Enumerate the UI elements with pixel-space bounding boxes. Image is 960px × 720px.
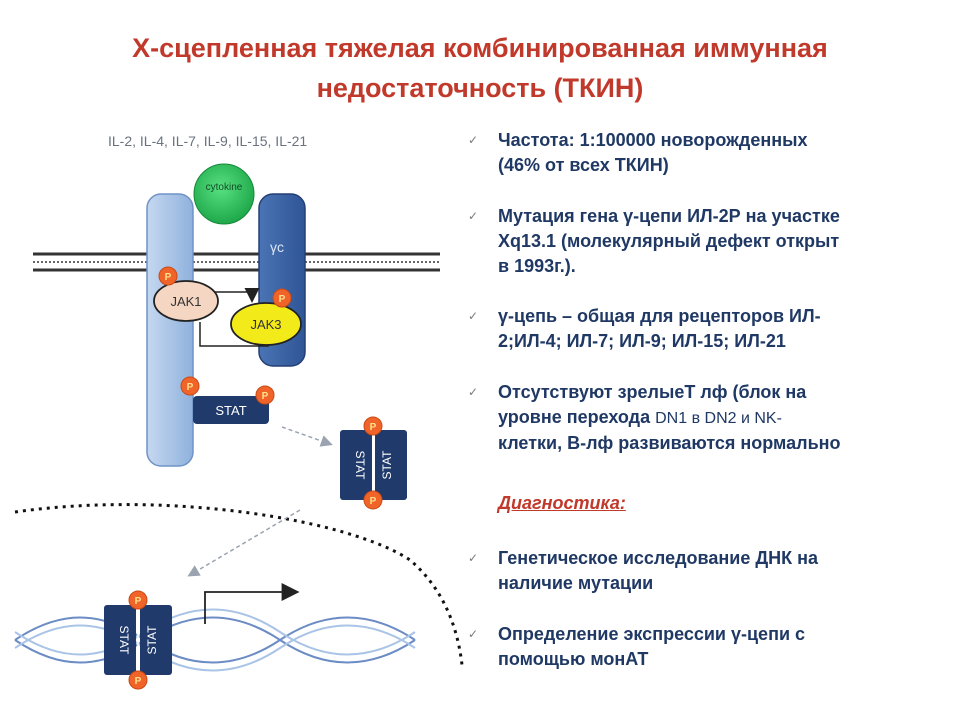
dna-helix [14,608,416,672]
fact-t-cells-line-3: клетки, В-лф развиваются нормально [498,433,841,453]
phospho-jak1-icon [158,266,178,286]
diagnostic-expression-line-1: Определение экспрессии γ-цепи с [498,624,806,644]
fact-frequency-line-1: Частота: 1:100000 новорожденных [498,130,808,150]
stat-monomer [193,396,269,424]
slide-title-line-2: недостаточность (ТКИН) [316,73,644,103]
fact-t-cells-line-2: уровне перехода DN1 в DN2 и NK- [498,405,938,431]
stat-dimer-label-1: STAT [353,451,367,481]
phospho-stat-label: P [262,391,269,402]
phospho-jak1-label: P [165,272,172,283]
stat-dimer-cytoplasm: STAT STAT [340,430,407,500]
fact-mutation-line-3: в 1993г.). [498,256,576,276]
receptor-alpha-chain [146,193,194,467]
checkmark-icon: ✓ [468,133,479,147]
translocation-arrow-1 [281,426,333,447]
diagnostic-genetic-line-1: Генетическое исследование ДНК на [498,548,819,568]
jak3-label: JAK3 [250,317,281,332]
checkmark-icon: ✓ [468,385,479,399]
jak1-ellipse [153,280,219,322]
gamma-chain-label: γc [270,239,284,255]
checkmark-icon: ✓ [468,309,479,323]
phospho-jak3-icon [272,288,292,308]
fact-mutation-line-2: Xq13.1 (молекулярный дефект открыт [498,231,840,251]
cytokine-label: cytokine [206,182,243,193]
fact-frequency-line-2: (46% от всех ТКИН) [498,155,669,175]
diagnostics-heading: Диагностика: [498,493,626,513]
nuclear-membrane [14,503,464,666]
cell-membrane [33,252,440,272]
phospho-nucleus-top-label: P [135,596,142,607]
phospho-dimer-top-label: P [370,422,377,433]
phospho-receptor-icon [180,376,200,396]
transcription-arrow [204,583,300,624]
phospho-dimer-bottom-icon [363,490,383,510]
stat-nucleus-label-1: STAT [117,626,131,656]
phospho-stat-icon [255,385,275,405]
checkmark-icon: ✓ [468,209,479,223]
fact-t-cells-line-2a: уровне перехода [498,407,656,427]
jak1-label: JAK1 [170,294,201,309]
checkmark-icon: ✓ [468,627,479,641]
phospho-receptor-label: P [187,382,194,393]
phospho-nucleus-top-icon [128,590,148,610]
diagnostic-expression-line-2: помощью монАТ [498,649,649,669]
jak-stat-pathway-diagram: IL-2, IL-4, IL-7, IL-9, IL-15, IL-21 γc … [14,133,464,690]
diagnostic-genetic-line-2: наличие мутации [498,573,654,593]
phospho-nucleus-bottom-label: P [135,676,142,687]
stat-monomer-label: STAT [215,403,246,418]
stat-dimer-label-2: STAT [380,450,394,480]
translocation-arrow-2 [187,509,301,577]
fact-t-cells-line-2b: DN1 в DN2 и NK- [655,410,782,427]
phospho-dimer-top-icon [363,416,383,436]
cytokine-ball [193,163,255,225]
phospho-nucleus-bottom-icon [128,670,148,690]
jak3-ellipse [230,302,302,346]
phospho-dimer-bottom-label: P [370,496,377,507]
slide-title-line-1: Х-сцепленная тяжелая комбинированная имм… [132,33,828,63]
fact-t-cells-line-1: Отсутствуют зрелыеТ лф (блок на [498,382,807,402]
checkmark-icon: ✓ [468,551,479,565]
fact-mutation-line-1: Мутация гена γ-цепи ИЛ-2Р на участке [498,206,840,226]
fact-gamma-chain-line-2: 2;ИЛ-4; ИЛ-7; ИЛ-9; ИЛ-15; ИЛ-21 [498,331,786,351]
cytokines-label: IL-2, IL-4, IL-7, IL-9, IL-15, IL-21 [108,133,307,149]
fact-gamma-chain-line-1: γ-цепь – общая для рецепторов ИЛ- [498,306,821,326]
phospho-jak3-label: P [279,294,286,305]
slide-title: Х-сцепленная тяжелая комбинированная имм… [0,28,960,108]
stat-nucleus-label-2: STAT [145,625,159,655]
stat-dimer-nucleus: STAT STAT [104,605,172,675]
